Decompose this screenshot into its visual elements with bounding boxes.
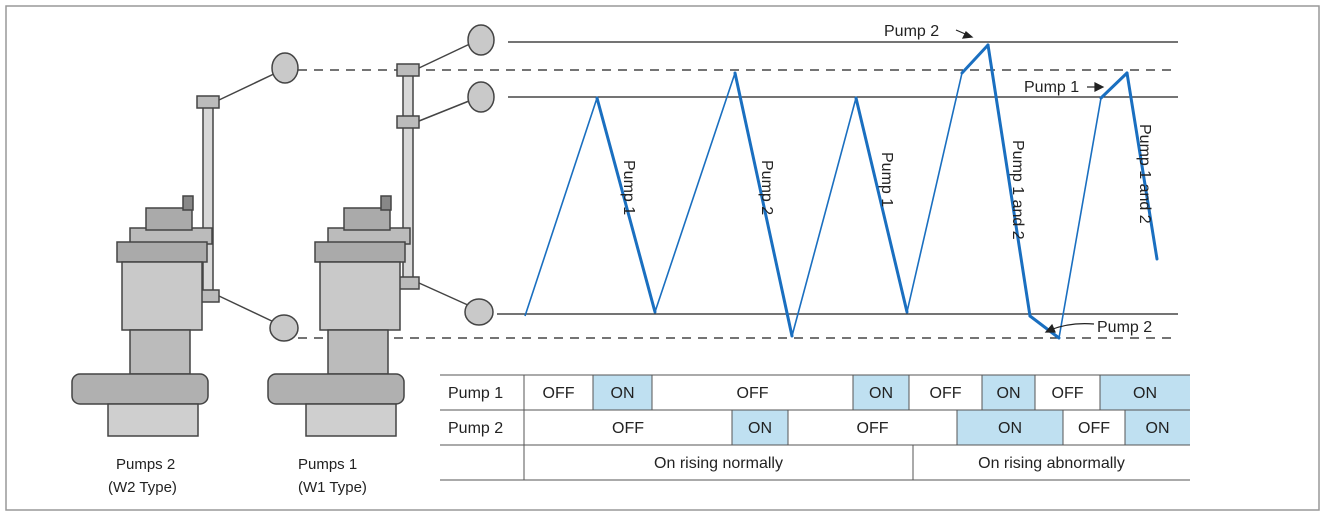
float-arm-lower — [218, 295, 277, 324]
cell-bg — [1035, 375, 1100, 410]
trace-pump-6 — [1099, 71, 1129, 100]
trace-pump-7 — [1125, 71, 1159, 261]
cell-bg — [788, 410, 957, 445]
label-pump1-a: Pump 1 — [620, 160, 637, 215]
float-arm-top — [418, 41, 475, 69]
cell-off: OFF — [737, 385, 769, 402]
pump-w2-name: Pumps 2 — [116, 456, 175, 473]
float-clamp-mid — [396, 115, 420, 129]
motor-body — [319, 261, 401, 331]
motor-top — [145, 207, 193, 231]
cell-bg — [957, 410, 1063, 445]
row-label: Pump 2 — [448, 420, 503, 437]
float-ball-low — [464, 298, 494, 326]
trace-pump-4 — [986, 43, 1032, 318]
cell-bg — [982, 375, 1035, 410]
cell-on: ON — [748, 420, 772, 437]
footer-label: On rising normally — [654, 455, 783, 472]
cell-off: OFF — [1052, 385, 1084, 402]
trace-pump-5 — [1028, 314, 1061, 340]
float-clamp-top — [396, 63, 420, 77]
pump-w2-type: (W2 Type) — [108, 479, 177, 496]
cell-bg — [524, 410, 732, 445]
label-both-a: Pump 1 and 2 — [1009, 140, 1026, 240]
cable-gland — [380, 195, 392, 211]
cell-on: ON — [869, 385, 893, 402]
cell-off: OFF — [930, 385, 962, 402]
stand — [305, 403, 397, 437]
trace-pump-3 — [960, 43, 990, 75]
cable-gland — [182, 195, 194, 211]
trace-rise-2 — [791, 97, 857, 337]
cell-bg — [1125, 410, 1190, 445]
discharge-base — [267, 373, 405, 405]
level-lines — [298, 41, 1178, 339]
trace-pump-1 — [733, 71, 794, 338]
label-pump2-top: Pump 2 — [884, 23, 939, 40]
cell-off: OFF — [1078, 420, 1110, 437]
cell-on: ON — [1146, 420, 1170, 437]
cell-bg — [593, 375, 652, 410]
cell-on: ON — [1133, 385, 1157, 402]
float-ball-mid — [467, 81, 495, 113]
cell-bg — [1100, 375, 1190, 410]
trace-rise-1 — [654, 72, 736, 313]
cell-bg — [732, 410, 788, 445]
motor-body — [121, 261, 203, 331]
float-rod — [202, 99, 214, 296]
discharge-base — [71, 373, 209, 405]
pump-w1-name: Pumps 1 — [298, 456, 357, 473]
cell-on: ON — [997, 385, 1021, 402]
label-pump1-top: Pump 1 — [1024, 79, 1079, 96]
cell-on: ON — [611, 385, 635, 402]
stand — [107, 403, 199, 437]
pump-w2-illustration — [71, 52, 299, 437]
float-ball-lower — [269, 314, 299, 342]
trace-pump-2 — [854, 96, 909, 314]
footer-label: On rising abnormally — [978, 455, 1125, 472]
cell-bg — [524, 375, 593, 410]
pump-w1-type: (W1 Type) — [298, 479, 367, 496]
motor-top — [343, 207, 391, 231]
trace-rise-4 — [1058, 97, 1102, 339]
cell-bg — [909, 375, 982, 410]
row-label: Pump 1 — [448, 385, 503, 402]
label-both-b: Pump 1 and 2 — [1136, 124, 1153, 224]
cell-off: OFF — [857, 420, 889, 437]
cell-bg — [853, 375, 909, 410]
trace-rise-3 — [906, 72, 963, 313]
cell-bg — [1063, 410, 1125, 445]
water-level-trace — [524, 43, 1159, 340]
float-arm-mid — [418, 98, 475, 122]
label-pump2-a: Pump 2 — [758, 160, 775, 215]
pump-casing — [129, 329, 191, 375]
status-table: OFF ON OFF ON OFF ON OFF ON Pump 1 OFF ON OFF ON OFF O… — [440, 374, 1190, 481]
trace-rise-0 — [524, 97, 598, 317]
cell-on: ON — [998, 420, 1022, 437]
float-ball-upper — [271, 52, 299, 84]
label-pump1-b: Pump 1 — [878, 152, 895, 207]
motor-ring — [116, 241, 208, 263]
label-pump2-bottom: Pump 2 — [1097, 319, 1152, 336]
float-arm-low — [418, 282, 471, 307]
cell-off: OFF — [612, 420, 644, 437]
float-arm-upper — [218, 71, 279, 101]
float-ball-top — [467, 24, 495, 56]
trace-pump-0 — [595, 96, 657, 314]
cell-off: OFF — [543, 385, 575, 402]
cell-bg — [652, 375, 853, 410]
pump-w1-illustration — [267, 24, 495, 437]
float-clamp-upper — [196, 95, 220, 109]
callout-arrows — [955, 29, 1105, 333]
pump-casing — [327, 329, 389, 375]
motor-ring — [314, 241, 406, 263]
